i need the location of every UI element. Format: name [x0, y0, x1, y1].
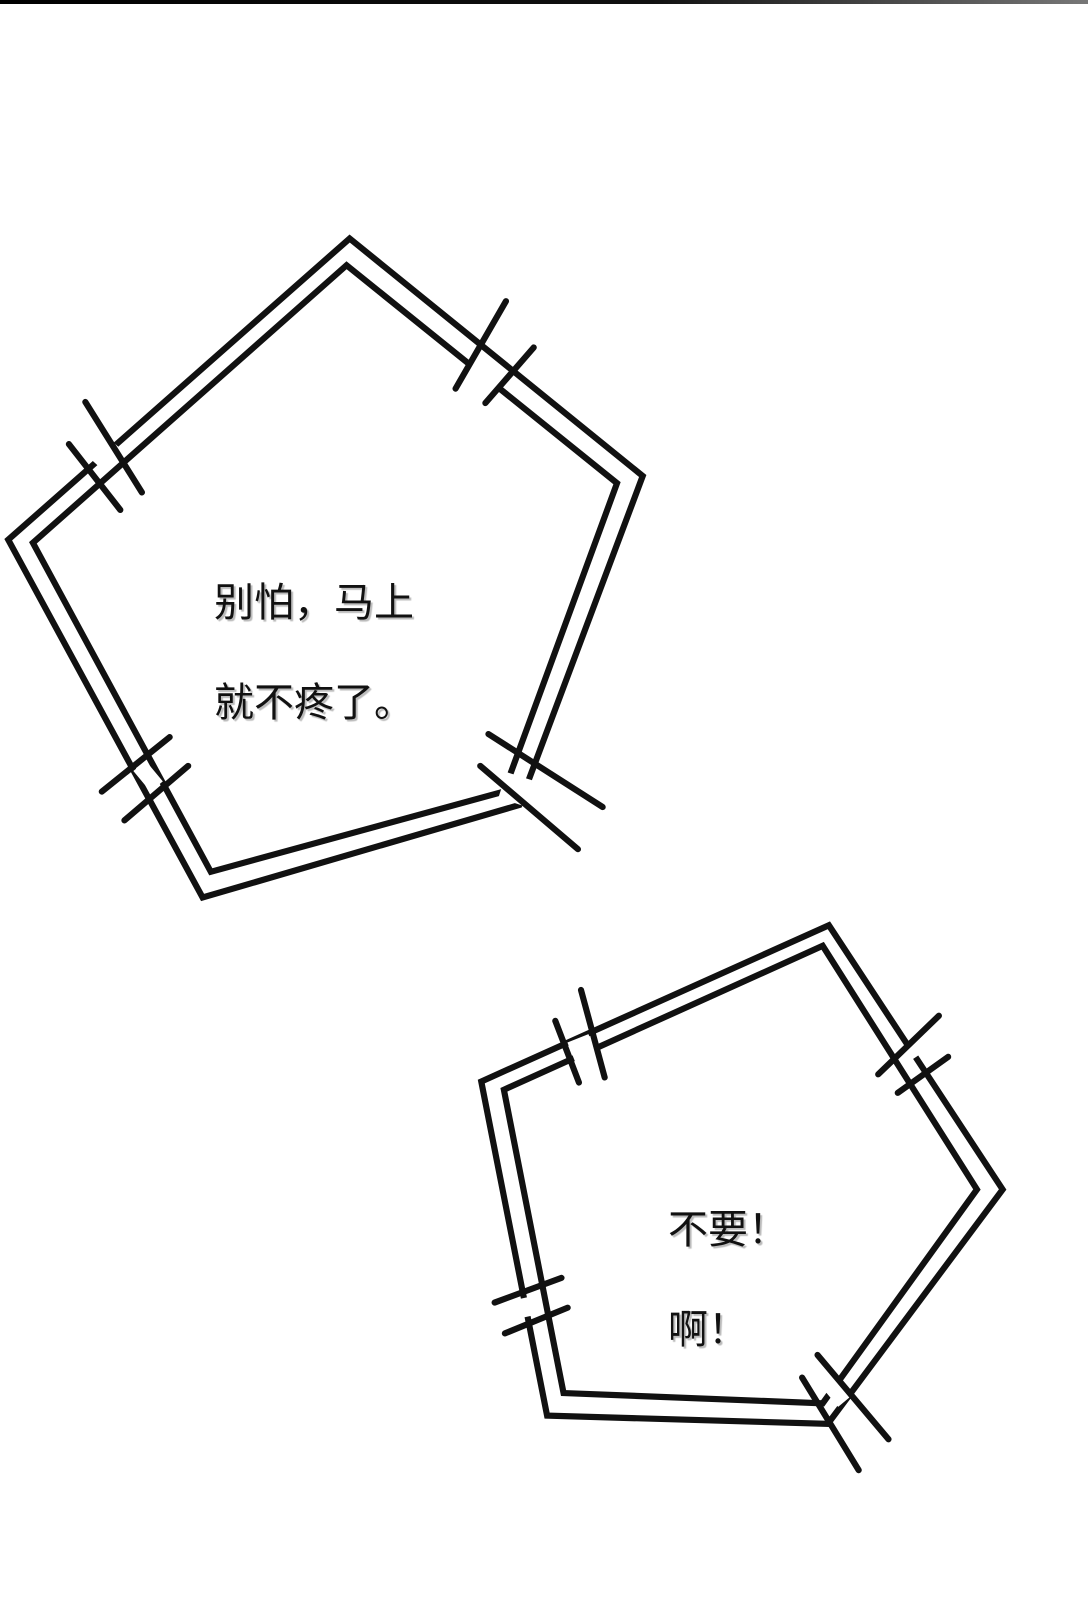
- bubble-2-line-2: 啊！: [668, 1307, 748, 1353]
- speech-bubble-2-outline: [477, 921, 1007, 1474]
- speech-bubble-1-text: 别怕，马上 就不疼了。: [214, 528, 414, 778]
- bubble-1-line-2: 就不疼了。: [214, 680, 414, 726]
- speech-bubble-2-text: 不要！ 啊！: [668, 1155, 788, 1405]
- panel-top-border: [0, 0, 1088, 4]
- bubble-1-line-1: 别怕，马上: [214, 580, 414, 626]
- bubble-2-line-1: 不要！: [668, 1207, 788, 1253]
- bubble-1-ticks: [65, 298, 606, 853]
- bubble-2-ticks: [491, 986, 952, 1474]
- speech-bubble-1-outline: [4, 234, 647, 902]
